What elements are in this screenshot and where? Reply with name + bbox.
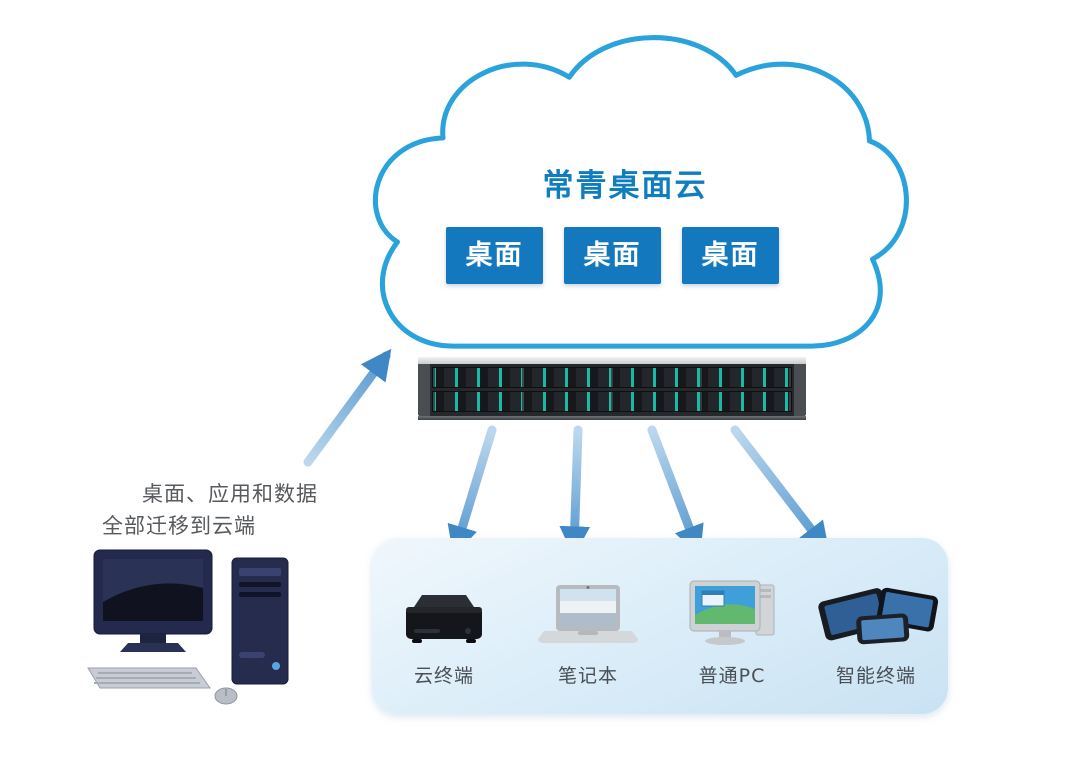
devices-panel: 云终端 笔记本 (372, 538, 948, 714)
server-top-rail (418, 357, 806, 364)
migration-text-line2: 全部迁移到云端 (102, 514, 256, 538)
down-arrow-icon-1 (447, 425, 497, 557)
laptop-icon (536, 569, 640, 647)
device-regular-pc: 普通PC (660, 538, 804, 714)
rack-server-icon (418, 357, 806, 420)
up-arrow-icon (303, 348, 392, 467)
device-label: 云终端 (413, 665, 474, 687)
smart-devices-icon (811, 569, 941, 647)
desktop-box: 桌面 (564, 227, 661, 284)
device-cloud-terminal: 云终端 (372, 538, 516, 714)
down-arrow-icon-4 (730, 425, 830, 554)
device-smart-terminal: 智能终端 (804, 538, 948, 714)
server-body (418, 364, 806, 416)
desktop-box: 桌面 (682, 227, 779, 284)
desktop-monitor-icon (680, 569, 784, 647)
down-arrow-icon-2 (559, 425, 591, 557)
mini-pc-icon (398, 569, 490, 647)
desktop-workstation-icon (87, 549, 289, 705)
device-label: 智能终端 (835, 665, 916, 687)
server-drive-bay-row (432, 367, 792, 388)
desktop-boxes-row: 桌面 桌面 桌面 (446, 227, 779, 284)
server-bottom-rail (418, 416, 806, 420)
device-label: 普通PC (698, 665, 766, 687)
device-laptop: 笔记本 (516, 538, 660, 714)
server-drive-bay-row (432, 391, 792, 412)
down-arrow-icon-3 (647, 425, 704, 557)
desktop-box: 桌面 (446, 227, 543, 284)
migration-text-line1: 桌面、应用和数据 (142, 482, 318, 506)
device-label: 笔记本 (557, 665, 618, 687)
cloud-title: 常青桌面云 (542, 168, 708, 204)
